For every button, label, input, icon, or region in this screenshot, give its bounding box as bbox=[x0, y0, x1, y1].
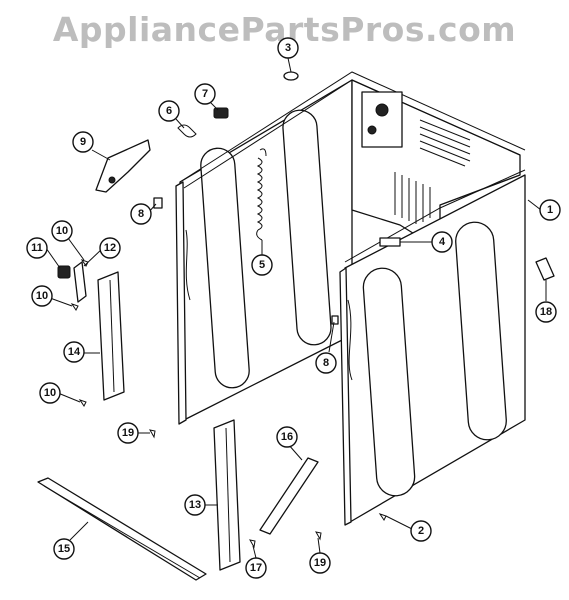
part-screw-19b bbox=[315, 531, 322, 541]
back-panel-bracket bbox=[361, 91, 403, 148]
svg-text:5: 5 bbox=[259, 259, 265, 271]
cabinet-right-panel-flange bbox=[339, 267, 352, 526]
callout-9: 9 bbox=[72, 131, 94, 153]
back-panel-vents bbox=[419, 119, 471, 167]
part-support-rod-16 bbox=[259, 457, 319, 535]
part-toe-panel-15 bbox=[37, 477, 207, 581]
svg-text:18: 18 bbox=[540, 306, 552, 318]
cabinet-left-panel-flange bbox=[175, 181, 187, 425]
part-screw-10c bbox=[78, 399, 87, 407]
svg-text:15: 15 bbox=[58, 543, 70, 555]
callout-7: 7 bbox=[194, 83, 216, 105]
cabinet-assembly bbox=[175, 71, 526, 526]
part-bracket-11 bbox=[57, 265, 71, 279]
cabinet-top-frame bbox=[179, 71, 526, 183]
callout-14: 14 bbox=[63, 341, 85, 363]
svg-text:7: 7 bbox=[202, 88, 208, 100]
left-panel-opening-2 bbox=[282, 109, 332, 346]
svg-text:16: 16 bbox=[281, 431, 293, 443]
callout-2: 2 bbox=[410, 520, 432, 542]
callout-10-bottom: 10 bbox=[39, 382, 61, 404]
svg-text:4: 4 bbox=[439, 236, 446, 248]
callout-16: 16 bbox=[276, 426, 298, 448]
svg-text:19: 19 bbox=[314, 557, 326, 569]
svg-text:10: 10 bbox=[56, 225, 68, 237]
svg-text:2: 2 bbox=[418, 525, 424, 537]
callout-4: 4 bbox=[431, 231, 453, 253]
part-screw-10a bbox=[80, 259, 89, 267]
part-bracket-4 bbox=[379, 237, 401, 247]
svg-text:8: 8 bbox=[138, 208, 144, 220]
svg-text:13: 13 bbox=[189, 499, 201, 511]
callout-11: 11 bbox=[26, 237, 48, 259]
callout-19-right: 19 bbox=[309, 552, 331, 574]
cabinet-right-top-edge bbox=[344, 169, 526, 263]
callout-13: 13 bbox=[184, 494, 206, 516]
wire-harness-right bbox=[347, 299, 353, 381]
callout-17: 17 bbox=[245, 557, 267, 579]
callout-5: 5 bbox=[251, 254, 273, 276]
right-panel-opening-1 bbox=[362, 267, 416, 497]
svg-text:1: 1 bbox=[547, 204, 553, 216]
part-screw-10b bbox=[70, 303, 79, 311]
svg-text:10: 10 bbox=[44, 387, 56, 399]
svg-text:11: 11 bbox=[31, 242, 43, 254]
callout-12: 12 bbox=[99, 237, 121, 259]
part-clip-6 bbox=[177, 124, 197, 138]
callout-15: 15 bbox=[53, 538, 75, 560]
wire-harness-left bbox=[185, 229, 191, 301]
back-panel-hole-small bbox=[367, 125, 377, 135]
svg-text:3: 3 bbox=[285, 42, 291, 54]
callout-1: 1 bbox=[539, 199, 561, 221]
callout-10-middle: 10 bbox=[31, 285, 53, 307]
part-hinge-bracket-9 bbox=[95, 139, 151, 193]
callout-18: 18 bbox=[535, 301, 557, 323]
callout-3: 3 bbox=[277, 37, 299, 59]
part-rail-14 bbox=[97, 271, 125, 401]
svg-text:19: 19 bbox=[122, 427, 134, 439]
back-panel-fins bbox=[394, 172, 431, 224]
part-spring bbox=[256, 148, 267, 241]
callout-8-right: 8 bbox=[315, 352, 337, 374]
svg-text:6: 6 bbox=[166, 105, 172, 117]
part-switch-7 bbox=[213, 107, 229, 119]
part-screw-17 bbox=[249, 539, 256, 549]
svg-text:8: 8 bbox=[323, 357, 329, 369]
back-panel-hole bbox=[375, 103, 389, 117]
svg-text:10: 10 bbox=[36, 290, 48, 302]
part-grommet-3 bbox=[283, 71, 299, 81]
callout-19-left: 19 bbox=[117, 422, 139, 444]
part-clip-8-left bbox=[153, 197, 163, 209]
svg-text:17: 17 bbox=[250, 562, 262, 574]
part-foot-18 bbox=[535, 257, 555, 281]
part-clip-8-right bbox=[331, 315, 339, 325]
part-bracket-12 bbox=[73, 261, 87, 303]
cabinet-top-frame-inner bbox=[183, 79, 521, 189]
left-panel-opening-1 bbox=[200, 147, 250, 389]
svg-text:12: 12 bbox=[104, 242, 116, 254]
svg-text:9: 9 bbox=[80, 136, 86, 148]
callout-8-left: 8 bbox=[130, 203, 152, 225]
right-panel-opening-2 bbox=[455, 221, 507, 441]
callout-10-top: 10 bbox=[51, 220, 73, 242]
part-screw-2 bbox=[378, 513, 387, 521]
svg-text:14: 14 bbox=[68, 346, 81, 358]
part-screw-19a bbox=[149, 429, 156, 439]
part-rail-13 bbox=[213, 419, 241, 571]
callout-6: 6 bbox=[158, 100, 180, 122]
